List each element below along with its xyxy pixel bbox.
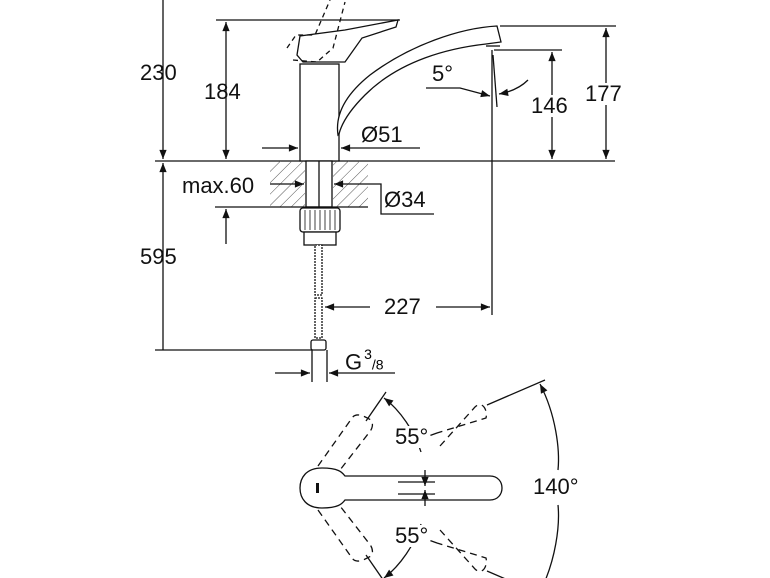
thread-denominator: /8: [371, 356, 384, 373]
dim-34-leader: [365, 183, 434, 215]
dim-max-thickness: max.60: [182, 173, 255, 198]
arc-140-lower: [545, 504, 560, 578]
thread-numerator: 3: [364, 346, 372, 362]
hose-fitting: [310, 339, 327, 351]
supply-hose-lower: [314, 297, 323, 339]
angle-lower: 55°: [395, 523, 429, 548]
ext-140-upper: [486, 379, 546, 406]
dim-body-diameter: Ø51: [361, 122, 403, 147]
nut-knurl: [304, 210, 336, 230]
dim-spout-angle: 5°: [432, 61, 454, 86]
angle-upper: 55°: [395, 424, 429, 449]
swivel-angle: 140°: [533, 474, 579, 499]
ext-55-lower: [365, 554, 383, 578]
spout: [336, 25, 502, 137]
ext-140-lower: [486, 570, 505, 578]
top-view: [299, 379, 560, 578]
arc-140-upper: [539, 383, 560, 471]
dim-total-height: 230: [140, 60, 177, 85]
dim-5deg-arrow-right: [498, 79, 529, 96]
dim-hole-diameter: Ø34: [384, 187, 426, 212]
dim-outlet-height: 146: [531, 93, 568, 118]
ext-55-upper: [365, 391, 387, 422]
dim-spout-height: 177: [585, 81, 622, 106]
dim-spout-reach: 227: [384, 294, 421, 319]
lever-handle: [296, 19, 399, 63]
supply-hose: [314, 244, 323, 296]
nut-base: [303, 231, 337, 246]
faucet-body: [299, 63, 340, 162]
outlet-angle-line: [492, 54, 498, 108]
thread-prefix: G: [345, 349, 363, 375]
dim-5deg-arrow-left: [426, 87, 491, 98]
lever-ghost-left-up: [317, 414, 374, 471]
dim-lever-height: 184: [204, 79, 241, 104]
hub-marker: [316, 483, 319, 493]
dim-hose-length: 595: [140, 244, 177, 269]
lever-top-view: [299, 467, 503, 509]
lever-open-ghost: [286, 0, 346, 63]
lever-ghost-left-down: [317, 505, 374, 562]
